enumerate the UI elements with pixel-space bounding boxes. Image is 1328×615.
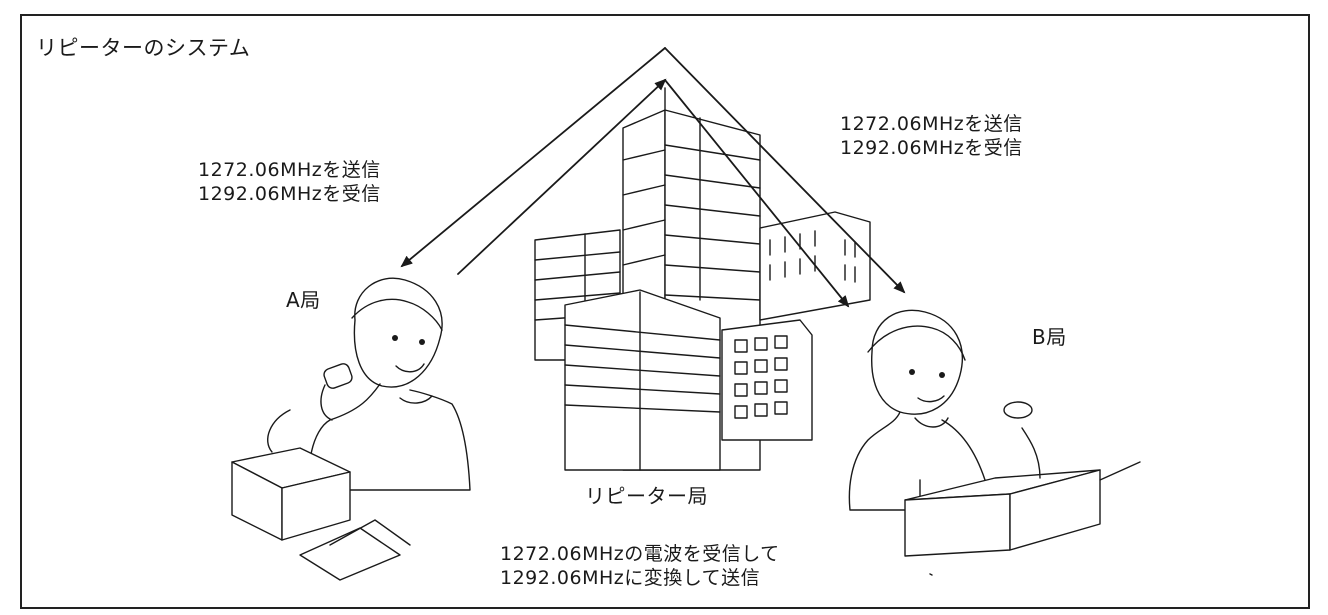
building-front — [564, 289, 721, 471]
station-b-tx-label: 1272.06MHzを送信 — [840, 113, 1023, 135]
building-small-right — [721, 319, 813, 441]
station-b-radio — [904, 401, 1141, 576]
station-a-tx-label: 1272.06MHzを送信 — [198, 159, 381, 181]
signal-paths — [400, 47, 906, 308]
station-a-operator — [308, 277, 471, 491]
station-b-label: B局 — [1032, 325, 1067, 349]
repeater-note-line1: 1272.06MHzの電波を受信して — [500, 543, 780, 565]
station-a-rx-label: 1292.06MHzを受信 — [198, 183, 381, 205]
station-b-operator — [848, 309, 986, 511]
diagram-title: リピーターのシステム — [36, 36, 251, 60]
signal-repeater-to-a — [400, 47, 666, 268]
repeater-note-line2: 1292.06MHzに変換して送信 — [500, 567, 761, 589]
station-a-frequencies: 1272.06MHzを送信 1292.06MHzを受信 — [198, 158, 381, 206]
repeater-note: 1272.06MHzの電波を受信して 1292.06MHzに変換して送信 — [500, 542, 780, 590]
signal-repeater-to-b-outer — [664, 47, 906, 294]
station-b-frequencies: 1272.06MHzを送信 1292.06MHzを受信 — [840, 112, 1023, 160]
station-a-label: A局 — [286, 288, 321, 312]
station-b-rx-label: 1292.06MHzを受信 — [840, 137, 1023, 159]
signal-a-to-repeater — [457, 78, 667, 275]
signal-repeater-to-b-inner — [664, 79, 850, 308]
diagram-frame — [20, 14, 1310, 609]
station-a-radio — [231, 409, 411, 581]
repeater-station-label: リピーター局 — [585, 484, 708, 508]
